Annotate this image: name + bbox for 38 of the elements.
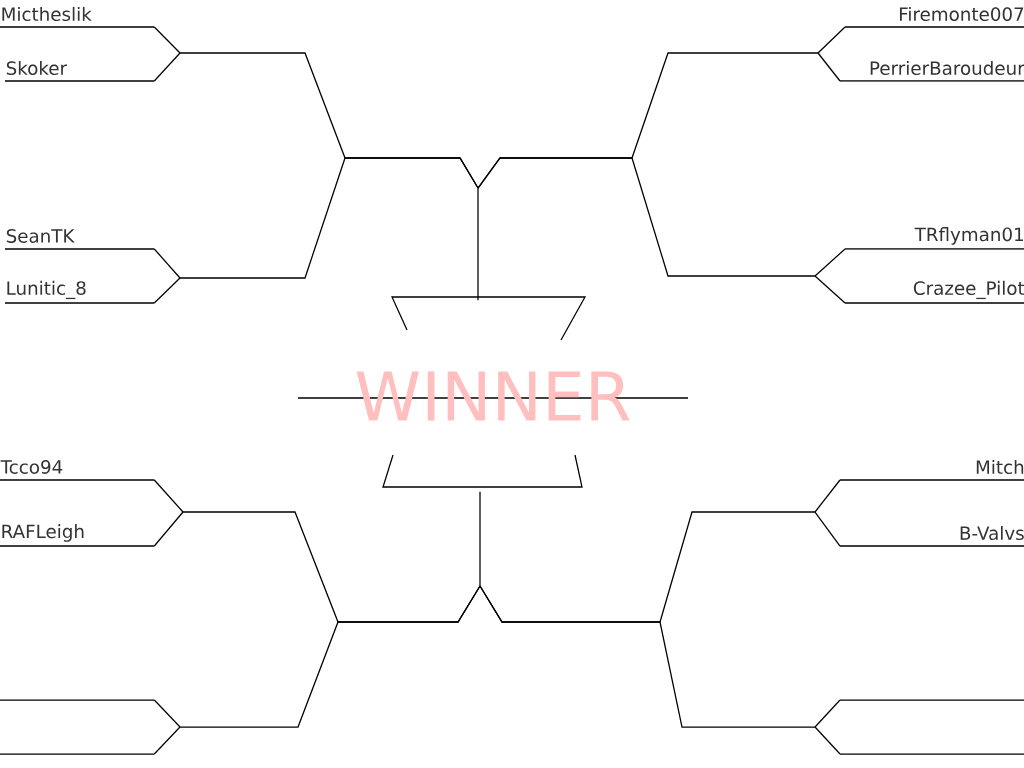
player-slot: TRflyman01 [844, 227, 1024, 250]
empty-slot-line [839, 753, 1024, 755]
bracket-line [153, 699, 181, 728]
bracket-line [814, 699, 841, 728]
bracket-line [814, 248, 846, 277]
player-slot: Mictheslik [0, 6, 155, 28]
empty-slot-line [0, 753, 155, 755]
bracket-line [179, 585, 481, 728]
empty-slot-line [0, 699, 155, 701]
player-slot: Crazee_Pilot [844, 280, 1024, 304]
bracket-line [153, 726, 181, 755]
bracket-line [817, 26, 846, 54]
bracket-line [814, 275, 846, 304]
bracket-line [477, 157, 816, 277]
player-slot: B-Valvs [839, 525, 1024, 547]
player-slot: Mitch [839, 459, 1024, 481]
bracket-line [479, 585, 816, 728]
player-slot: RAFLeigh [0, 524, 155, 547]
bracket-line [153, 26, 181, 54]
bracket-line [153, 277, 181, 304]
bracket-line [179, 157, 479, 279]
bracket-line [817, 52, 841, 82]
bracket-line [153, 52, 181, 82]
bracket-line [477, 187, 479, 301]
player-slot: Lunitic_8 [4, 280, 155, 304]
bracket-line [814, 511, 841, 547]
bracket-line [153, 479, 184, 513]
player-slot: PerrierBaroudeur [839, 60, 1024, 82]
bracket-line [153, 248, 181, 279]
bracket-line [479, 491, 481, 587]
bracket-line [814, 726, 841, 755]
player-slot: Tcco94 [0, 460, 155, 481]
player-slot: SeanTK [4, 229, 155, 250]
empty-slot-line [839, 699, 1024, 701]
bracket-line [153, 511, 184, 547]
bracket-line [814, 479, 841, 513]
player-slot: Skoker [4, 60, 155, 82]
player-slot: Firemonte007 [844, 6, 1024, 28]
